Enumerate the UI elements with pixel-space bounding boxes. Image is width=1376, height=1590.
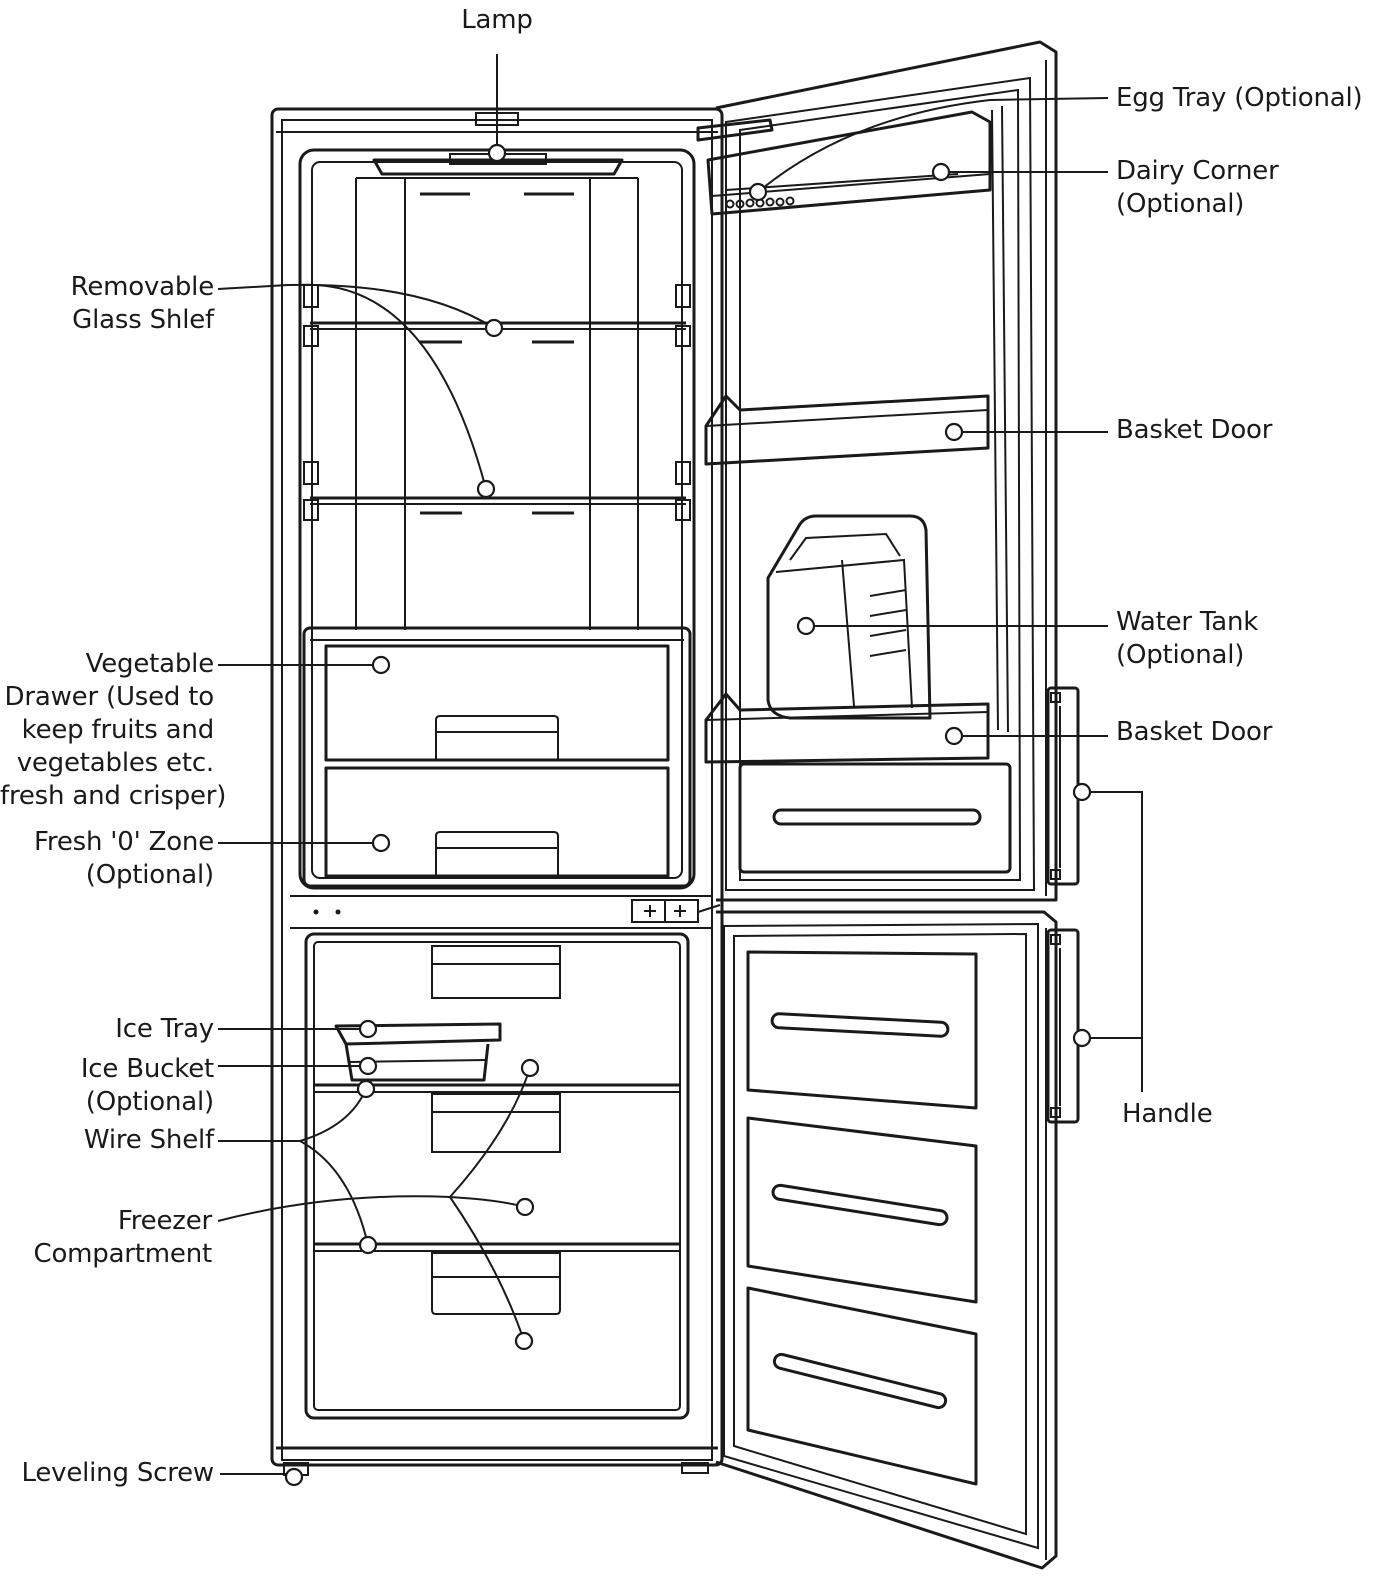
label-ice-bucket: Ice Bucket (Optional) [80,1054,214,1117]
label-egg-tray: Egg Tray (Optional) [1116,83,1363,113]
label-ice-tray: Ice Tray [115,1014,214,1044]
label-dairy-corner: Dairy Corner (Optional) [1116,156,1279,219]
label-vegetable-drawer: Vegetable Drawer (Used to keep fruits an… [0,649,227,811]
leader-lines [217,54,1143,1475]
label-water-tank: Water Tank (Optional) [1116,607,1259,670]
label-removable-glass-shelf: Removable Glass Shlef [70,272,215,335]
label-fresh-zone: Fresh '0' Zone (Optional) [34,827,214,890]
label-lamp: Lamp [461,5,533,35]
callout-dots [284,143,1092,1487]
label-basket-door-upper: Basket Door [1116,415,1273,445]
freezer-door [715,910,1080,1570]
label-freezer-compartment: Freezer Compartment [33,1206,212,1269]
fridge-door [696,40,1080,902]
label-leveling-screw: Leveling Screw [21,1458,215,1488]
cabinet [270,107,724,1476]
label-basket-door-lower: Basket Door [1116,717,1273,747]
label-handle: Handle [1122,1099,1213,1129]
label-wire-shelf: Wire Shelf [83,1125,214,1155]
